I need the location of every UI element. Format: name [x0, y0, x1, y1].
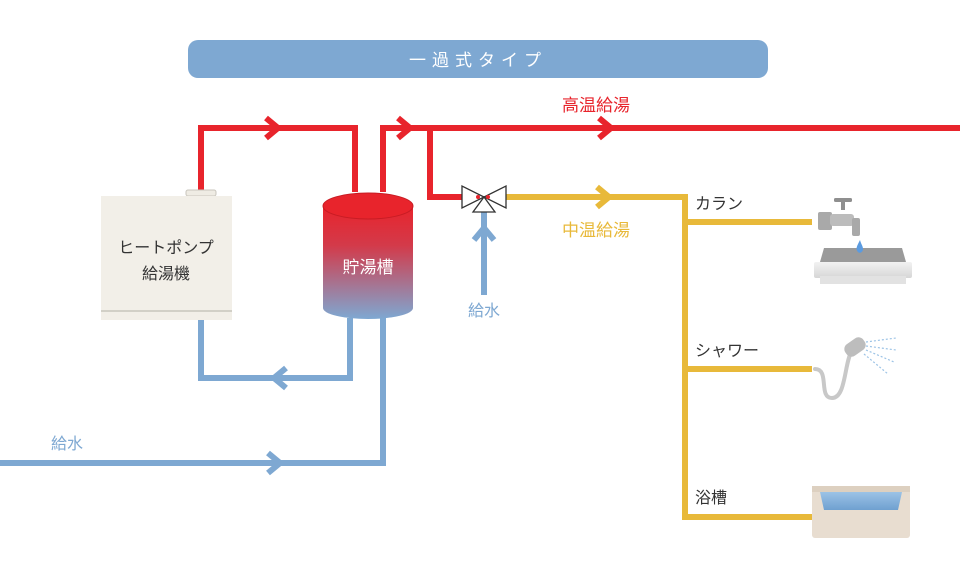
hot-tank-outlet-pipe: [380, 125, 960, 192]
hot-valve-branch-pipe: [427, 128, 462, 200]
valve-water-supply-label: 給水: [468, 301, 500, 320]
storage-tank: 貯湯槽: [322, 192, 414, 319]
bathtub-label: 浴槽: [695, 488, 727, 507]
cold-arrows: [266, 223, 497, 476]
hot-arrow-1: [264, 115, 283, 141]
valve-right-triangle: [482, 184, 507, 210]
cold-arrow-main: [266, 450, 285, 476]
valve-dot-hot: [476, 195, 480, 199]
heat-pump-unit: ヒートポンプ 給湯機: [101, 189, 232, 320]
valve-dot-cold: [486, 195, 490, 199]
cold-arrow-valve: [471, 223, 497, 242]
cold-arrow-return: [269, 365, 288, 391]
faucet-label: カラン: [695, 194, 743, 213]
hot-water-pipes: [198, 125, 960, 200]
shower-label: シャワー: [695, 341, 759, 360]
hot-arrow-2: [396, 115, 415, 141]
tank-label: 貯湯槽: [343, 258, 394, 278]
mid-temp-label: 中温給湯: [562, 221, 630, 241]
header-bar: [188, 40, 768, 78]
faucet-sink-icon: [814, 198, 912, 284]
valve-bottom-triangle: [471, 195, 497, 213]
hot-heatpump-to-tank-pipe: [198, 125, 358, 192]
cold-return-loop-pipe: [198, 318, 353, 381]
heat-pump-body: [101, 196, 232, 320]
tank-top: [323, 193, 413, 219]
hot-arrows: [264, 115, 616, 141]
heat-pump-label-line1: ヒートポンプ: [118, 238, 214, 257]
warm-arrows: [595, 184, 614, 210]
warm-water-pipes: [506, 194, 812, 520]
warm-main-pipe: [506, 194, 812, 520]
header-title: 一過式タイプ: [409, 51, 547, 71]
tank-body: [323, 206, 413, 319]
heat-pump-label-line2: 給湯機: [142, 264, 190, 283]
cold-supply-main-pipe: [0, 318, 386, 466]
warm-arrow: [595, 184, 614, 210]
valve-left-triangle: [461, 184, 486, 210]
bathtub-icon: [812, 486, 910, 538]
high-temp-label: 高温給湯: [562, 96, 630, 116]
hot-arrow-3: [597, 115, 616, 141]
shower-icon: [813, 337, 897, 401]
main-water-supply-label: 給水: [51, 434, 83, 453]
mixing-valve: [461, 184, 507, 213]
